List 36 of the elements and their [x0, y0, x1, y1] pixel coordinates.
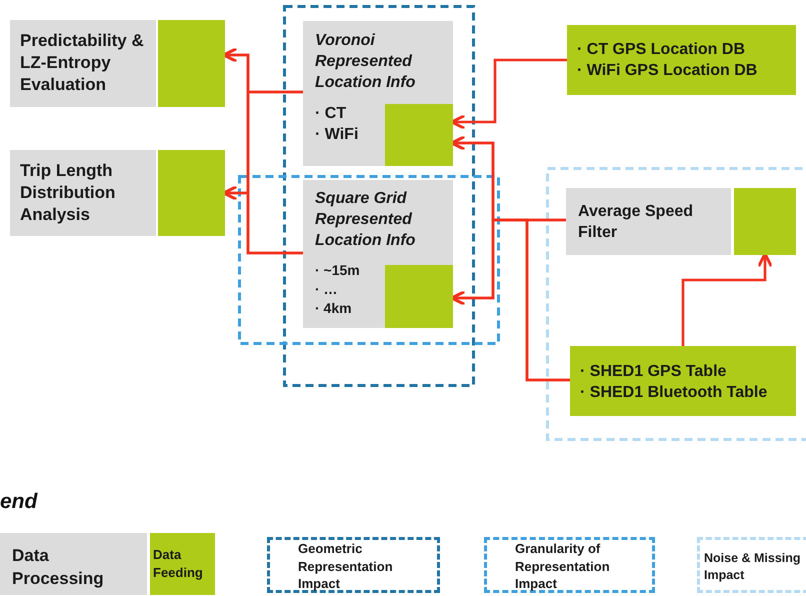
node-label: Average Speed Filter: [578, 202, 694, 243]
node-label: Predictability & LZ-Entropy Evaluation: [20, 30, 145, 96]
data-feed-box: [385, 265, 453, 328]
arrow: [450, 58, 567, 130]
process-box: [10, 20, 156, 107]
list-item: · WiFi GPS Location DB: [577, 61, 758, 81]
process-box: [566, 188, 731, 255]
legend-title: end: [0, 490, 38, 514]
arrow: [450, 218, 570, 382]
process-box: [10, 150, 156, 236]
arrow: [682, 252, 773, 346]
list-item: · SHED1 GPS Table: [580, 362, 728, 382]
process-box: [303, 180, 453, 328]
list-item: · CT: [315, 104, 348, 124]
legend-text: Granularity of Representation Impact: [515, 540, 611, 593]
data-feed-box: [734, 188, 796, 255]
node-label: Trip Length Distribution Analysis: [20, 160, 116, 226]
list-item: · ~15m: [315, 261, 361, 280]
data-feed-box: [158, 150, 225, 236]
arrow: [222, 185, 303, 254]
list-item: · 4km: [315, 299, 353, 318]
legend-text: Geometric Representation Impact: [298, 540, 394, 593]
data-feed-box: [385, 104, 453, 166]
process-box: [303, 21, 453, 166]
data-feed-box: [567, 25, 796, 95]
legend-text: Data Feeding: [153, 546, 204, 582]
legend-text: Data Processing: [12, 545, 105, 590]
list-item: · SHED1 Bluetooth Table: [580, 383, 768, 403]
node-title: Square Grid Represented Location Info: [315, 189, 416, 251]
list-item: · CT GPS Location DB: [577, 40, 746, 60]
node-title: Voronoi Represented Location Info: [315, 31, 416, 93]
list-item: · WiFi: [315, 125, 360, 145]
list-item: · …: [315, 280, 339, 299]
legend-text: Noise & Missing Impact: [704, 550, 802, 584]
data-feed-box: [570, 346, 796, 416]
data-feed-box: [158, 20, 225, 107]
